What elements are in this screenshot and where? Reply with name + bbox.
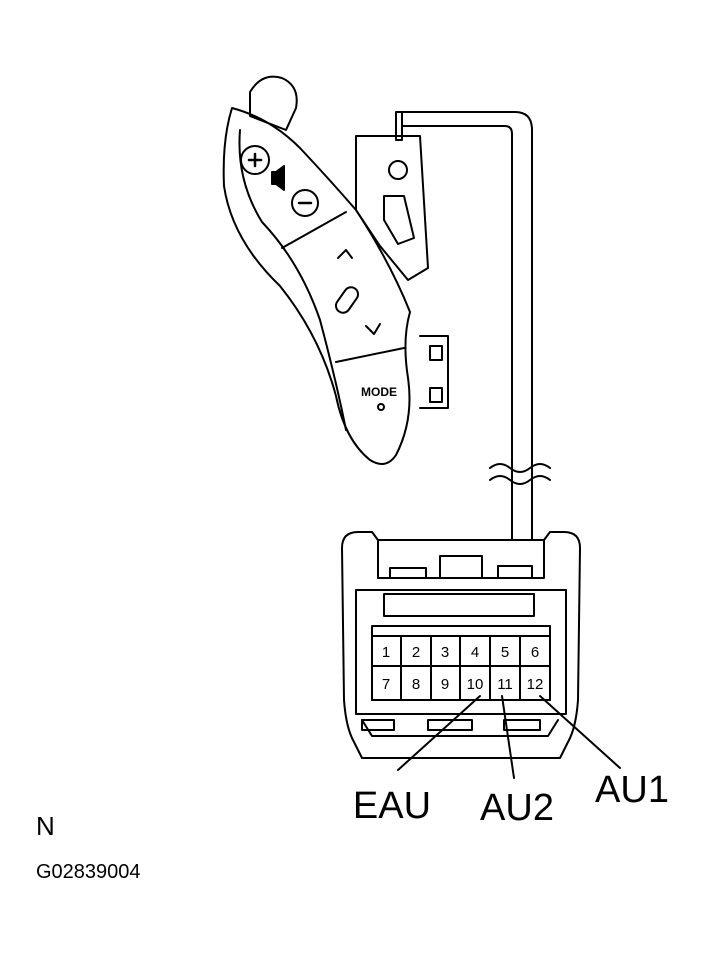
pin-numbers: 1 2 3 4 5 6 7 8 9 10 11 12	[382, 644, 544, 693]
steering-pad-switch	[222, 75, 449, 465]
view-letter: N	[36, 811, 55, 841]
leader-au2	[501, 695, 515, 779]
terminal-label-au2: AU2	[480, 787, 554, 829]
pin-number: 10	[467, 676, 484, 693]
leader-lines	[397, 695, 621, 779]
leader-au1	[539, 695, 621, 769]
pin-number: 5	[501, 644, 509, 661]
pin-grid	[371, 635, 551, 701]
terminal-label-eau: EAU	[353, 785, 431, 827]
pin-number: 11	[497, 676, 513, 693]
connector-housing	[341, 531, 581, 759]
terminal-label-au1: AU1	[595, 769, 669, 811]
pin-number: 3	[441, 644, 449, 661]
figure-code: G02839004	[36, 861, 141, 883]
pin-number: 4	[471, 644, 479, 661]
pin-number: 1	[382, 644, 390, 661]
pin-number: 9	[441, 676, 449, 693]
pin-number: 6	[531, 644, 539, 661]
pin-number: 8	[412, 676, 420, 693]
leader-eau	[397, 695, 481, 771]
pin-number: 2	[412, 644, 420, 661]
wire-harness	[401, 111, 551, 541]
pin-number: 12	[527, 676, 544, 693]
mode-label: MODE	[361, 385, 397, 399]
pin-number: 7	[382, 676, 390, 693]
